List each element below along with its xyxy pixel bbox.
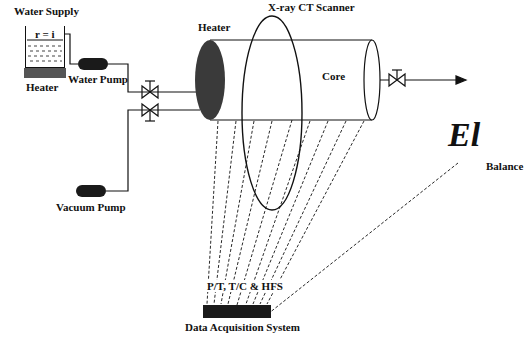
balance-symbol: El bbox=[448, 116, 480, 153]
signal-line bbox=[271, 163, 458, 312]
node-label: Water Pump bbox=[68, 73, 128, 85]
node-label: Vacuum Pump bbox=[56, 201, 126, 213]
temperature-label: r = i bbox=[35, 28, 55, 40]
pump-symbol: Vacuum Pump bbox=[76, 185, 106, 197]
node-label: Heater bbox=[198, 21, 230, 33]
heater-plate: Heater bbox=[24, 68, 66, 78]
water-beaker: Water Supplyr = i bbox=[25, 26, 65, 68]
scanner-ring bbox=[242, 16, 302, 210]
valve-symbol bbox=[389, 70, 405, 86]
valve-symbol bbox=[142, 81, 158, 98]
core-outline bbox=[210, 119, 372, 120]
node-label: Balance bbox=[486, 160, 523, 172]
water-fill bbox=[28, 46, 62, 61]
node-label: Core bbox=[322, 70, 345, 82]
pump-symbol: Water Pump bbox=[78, 58, 108, 70]
core-end bbox=[364, 40, 380, 120]
node-label: Data Acquisition System bbox=[185, 321, 300, 333]
part-label: X-ray CT Scanner bbox=[268, 1, 355, 13]
sensor-wires bbox=[207, 121, 364, 304]
outlet-arrowhead bbox=[456, 76, 466, 84]
pipe-line bbox=[106, 110, 200, 191]
node-label: Heater bbox=[26, 81, 58, 93]
signal-line bbox=[237, 120, 292, 305]
core-heater: Heater bbox=[195, 40, 225, 120]
acquisition-box: Data Acquisition System bbox=[203, 305, 271, 318]
valve-symbol bbox=[142, 104, 158, 121]
core-sample: Core bbox=[212, 40, 372, 120]
pipe-line bbox=[65, 34, 78, 64]
node-heading: Water Supply bbox=[14, 5, 79, 17]
signal-label: P/T, T/C & HFS bbox=[205, 280, 285, 292]
balance: ElBalance bbox=[448, 118, 528, 176]
